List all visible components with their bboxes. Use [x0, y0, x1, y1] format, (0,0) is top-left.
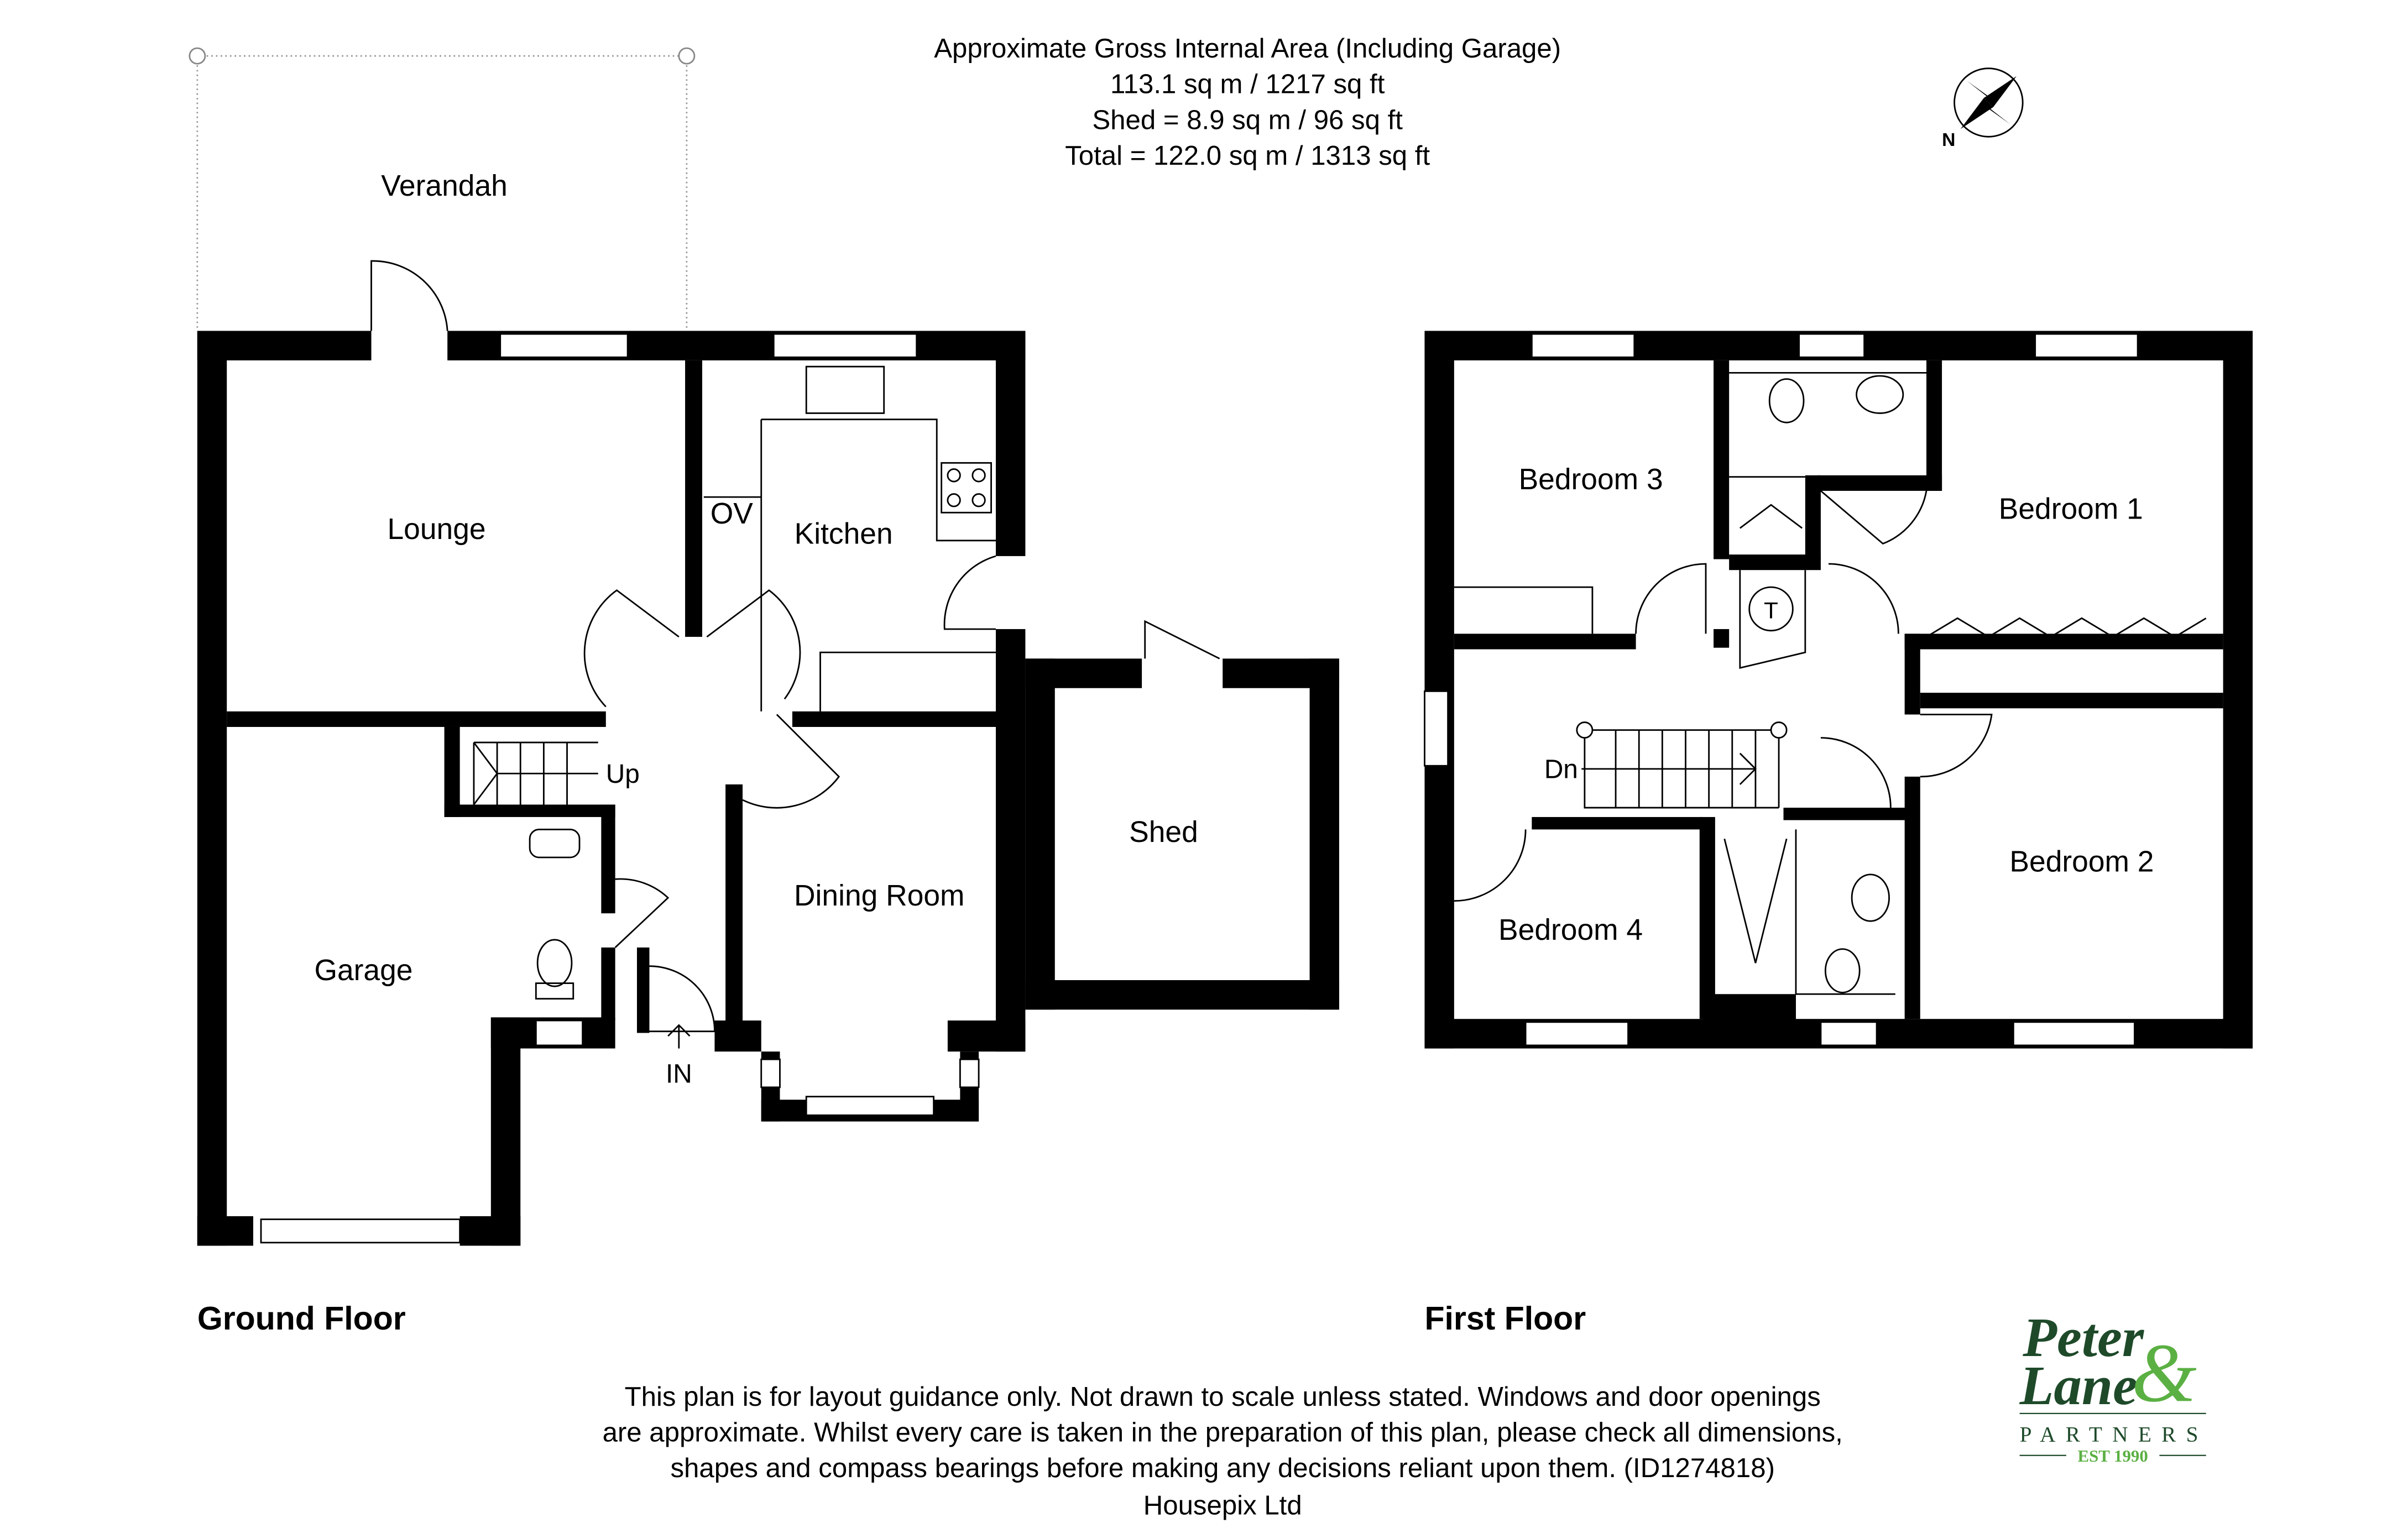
first-floor-title: First Floor [1424, 1300, 1586, 1337]
oven-label: OV [711, 498, 754, 530]
logo-partners: PARTNERS [2020, 1422, 2208, 1446]
stairs-down-label: Dn [1544, 755, 1578, 784]
disclaimer-line-3: shapes and compass bearings before makin… [670, 1453, 1774, 1483]
tank-label: T [1764, 597, 1778, 623]
area-shed: Shed = 8.9 sq m / 96 sq ft [1092, 104, 1403, 135]
ground-floor-plan: Verandah Lounge Kitchen OV Garage Dining… [189, 47, 1339, 1337]
room-bedroom-2: Bedroom 2 [2009, 845, 2154, 878]
disclaimer: This plan is for layout guidance only. N… [603, 1381, 1843, 1521]
compass-north-label: N [1942, 129, 1955, 150]
room-garage: Garage [314, 954, 412, 987]
first-floor-plan: Bedroom 3 Bedroom 1 Bedroom 2 Bedroom 4 … [1424, 331, 2253, 1337]
room-bedroom-1: Bedroom 1 [1999, 493, 2143, 525]
disclaimer-line-2: are approximate. Whilst every care is ta… [603, 1417, 1843, 1447]
peter-lane-partners-logo: Peter Lane & PARTNERS EST 1990 [2019, 1306, 2208, 1466]
ground-floor-title: Ground Floor [197, 1300, 406, 1337]
disclaimer-line-4: Housepix Ltd [1143, 1490, 1302, 1520]
area-total: Total = 122.0 sq m / 1313 sq ft [1065, 140, 1430, 171]
room-lounge: Lounge [387, 513, 485, 546]
area-main: 113.1 sq m / 1217 sq ft [1110, 69, 1385, 100]
stairs-down [1576, 721, 1788, 809]
room-bedroom-3: Bedroom 3 [1519, 463, 1663, 496]
area-title: Approximate Gross Internal Area (Includi… [934, 33, 1561, 64]
compass-rose-icon: N [1942, 67, 2024, 150]
stairs-up-label: Up [606, 760, 640, 789]
room-bedroom-4: Bedroom 4 [1498, 914, 1643, 946]
room-dining: Dining Room [794, 880, 965, 912]
stairs-up [473, 741, 598, 805]
logo-peter: Peter [2022, 1306, 2145, 1368]
entrance-label: IN [666, 1059, 692, 1088]
area-summary: Approximate Gross Internal Area (Includi… [934, 33, 1561, 171]
room-verandah: Verandah [381, 170, 508, 202]
room-shed: Shed [1129, 816, 1198, 849]
disclaimer-line-1: This plan is for layout guidance only. N… [625, 1381, 1821, 1412]
logo-ampersand: & [2132, 1326, 2197, 1419]
room-kitchen: Kitchen [795, 517, 893, 550]
logo-lane: Lane [2019, 1354, 2138, 1416]
logo-est: EST 1990 [2077, 1446, 2148, 1466]
